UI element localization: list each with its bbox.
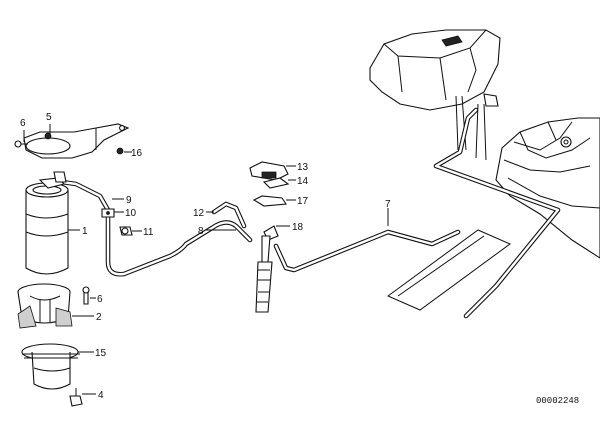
callout-5: 5 bbox=[46, 112, 52, 123]
callout-2: 2 bbox=[96, 312, 102, 323]
callout-17: 17 bbox=[297, 196, 309, 207]
callout-4: 4 bbox=[98, 390, 104, 401]
floor-panel bbox=[387, 229, 511, 311]
hose-12 bbox=[211, 201, 247, 229]
callout-12: 12 bbox=[193, 208, 205, 219]
document-number: 00002248 bbox=[536, 396, 579, 406]
callout-6-lower: 6 bbox=[97, 294, 103, 305]
callout-7: 7 bbox=[385, 199, 391, 210]
callout-10: 10 bbox=[125, 208, 137, 219]
callout-11: 11 bbox=[143, 227, 154, 238]
callout-14: 14 bbox=[297, 176, 309, 187]
callout-8: 8 bbox=[198, 226, 204, 237]
lower-bracket bbox=[21, 343, 80, 390]
vent-lines bbox=[59, 107, 561, 319]
callout-labels: 6 5 16 1 9 10 11 6 2 15 4 12 8 18 13 14 … bbox=[20, 112, 579, 406]
callout-18: 18 bbox=[292, 222, 304, 233]
leader-lines bbox=[23, 124, 389, 395]
callout-1: 1 bbox=[82, 226, 88, 237]
callout-13: 13 bbox=[297, 162, 309, 173]
callout-15: 15 bbox=[95, 348, 107, 359]
callout-6-upper: 6 bbox=[20, 118, 26, 129]
activated-carbon-canister bbox=[25, 171, 69, 275]
vehicle-body-outline bbox=[369, 29, 600, 259]
canister-bracket bbox=[14, 123, 130, 159]
callout-16: 16 bbox=[131, 148, 143, 159]
canister-holder bbox=[17, 283, 73, 329]
hose-18 bbox=[255, 225, 279, 313]
small-fittings bbox=[69, 147, 290, 407]
callout-9: 9 bbox=[126, 195, 132, 206]
